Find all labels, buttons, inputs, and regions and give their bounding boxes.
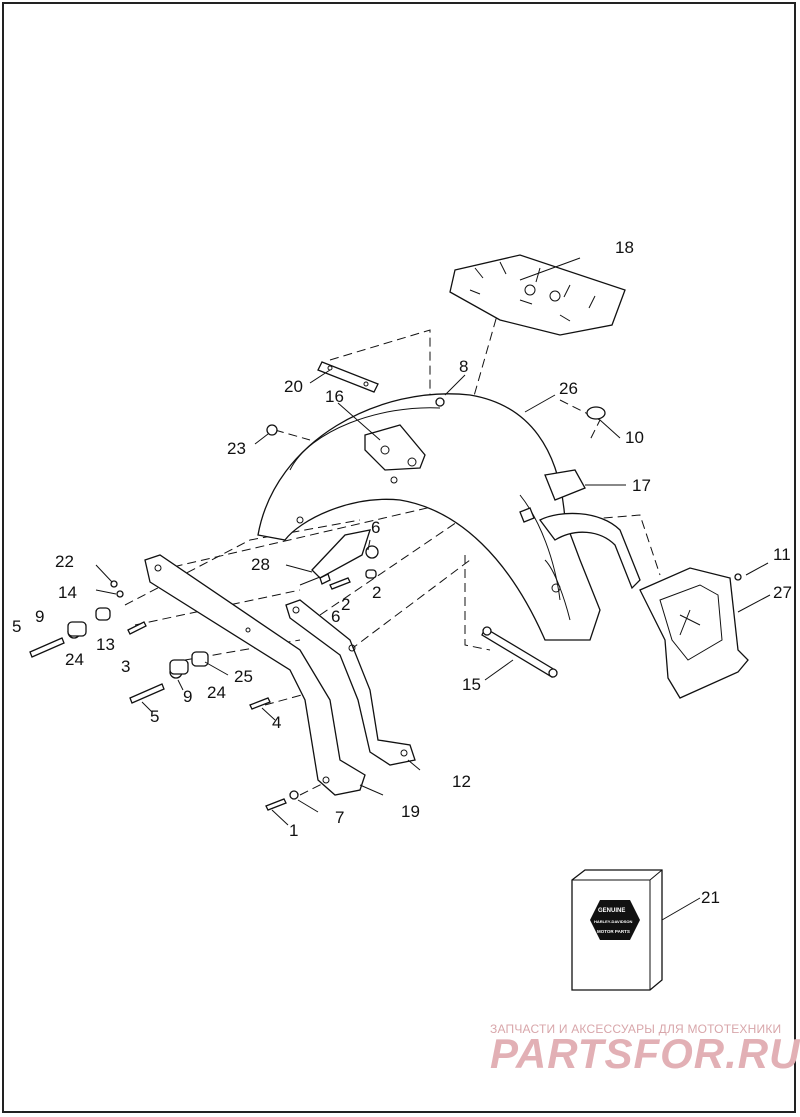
leader-lines bbox=[95, 257, 771, 921]
callout-6b: 6 bbox=[331, 607, 340, 626]
callout-labels: 18 20 8 26 16 23 10 17 6 28 22 14 2 2 6 … bbox=[12, 238, 792, 907]
callout-4: 4 bbox=[272, 713, 281, 732]
callout-17: 17 bbox=[632, 476, 651, 495]
callout-24a: 24 bbox=[65, 650, 84, 669]
callout-7: 7 bbox=[335, 808, 344, 827]
callout-3: 3 bbox=[121, 657, 130, 676]
left-support-rail bbox=[144, 554, 366, 796]
callout-15: 15 bbox=[462, 675, 481, 694]
callout-10: 10 bbox=[625, 428, 644, 447]
rear-fender-mat bbox=[449, 254, 626, 336]
callout-26: 26 bbox=[559, 379, 578, 398]
callout-24b: 24 bbox=[207, 683, 226, 702]
fender-hinge-plate bbox=[364, 424, 426, 471]
callout-16: 16 bbox=[325, 387, 344, 406]
callout-13: 13 bbox=[96, 635, 115, 654]
fender-tail-bracket bbox=[519, 469, 586, 523]
callout-19: 19 bbox=[401, 802, 420, 821]
kit-badge-bottom: MOTOR PARTS bbox=[597, 929, 630, 934]
callout-6a: 6 bbox=[371, 518, 380, 537]
callout-23: 23 bbox=[227, 439, 246, 458]
rear-fender bbox=[257, 393, 641, 641]
callout-25: 25 bbox=[234, 667, 253, 686]
fender-strip-bracket bbox=[317, 361, 379, 393]
callout-2b: 2 bbox=[341, 595, 350, 614]
kit-badge-top: GENUINE bbox=[598, 908, 625, 914]
callout-22: 22 bbox=[55, 552, 74, 571]
callout-14: 14 bbox=[58, 583, 77, 602]
parts-kit-box: GENUINE HARLEY-DAVIDSON MOTOR PARTS bbox=[571, 869, 663, 991]
fender-side-bracket bbox=[299, 529, 371, 586]
watermark-tagline: ЗАПЧАСТИ И АКСЕССУАРЫ ДЛЯ МОТОТЕХНИКИ bbox=[490, 1022, 782, 1036]
callout-18: 18 bbox=[615, 238, 634, 257]
support-rod bbox=[481, 626, 558, 678]
callout-21: 21 bbox=[701, 888, 720, 907]
callout-5b: 5 bbox=[150, 707, 159, 726]
kit-badge-mid: HARLEY-DAVIDSON bbox=[594, 919, 632, 924]
callout-28: 28 bbox=[251, 555, 270, 574]
assembly-lines bbox=[124, 304, 661, 796]
callout-27: 27 bbox=[773, 583, 792, 602]
callout-5a: 5 bbox=[12, 617, 21, 636]
callout-1: 1 bbox=[289, 821, 298, 840]
callout-11: 11 bbox=[773, 545, 791, 564]
right-support-rail bbox=[285, 599, 416, 766]
callout-2a: 2 bbox=[372, 583, 381, 602]
callout-20: 20 bbox=[284, 377, 303, 396]
callout-9b: 9 bbox=[183, 687, 192, 706]
callout-9a: 9 bbox=[35, 607, 44, 626]
license-plate-bracket bbox=[639, 567, 749, 699]
callout-12: 12 bbox=[452, 772, 471, 791]
watermark-logo: PARTSFOR.RU bbox=[490, 1030, 800, 1077]
callout-8: 8 bbox=[459, 357, 468, 376]
hardware bbox=[29, 397, 742, 811]
